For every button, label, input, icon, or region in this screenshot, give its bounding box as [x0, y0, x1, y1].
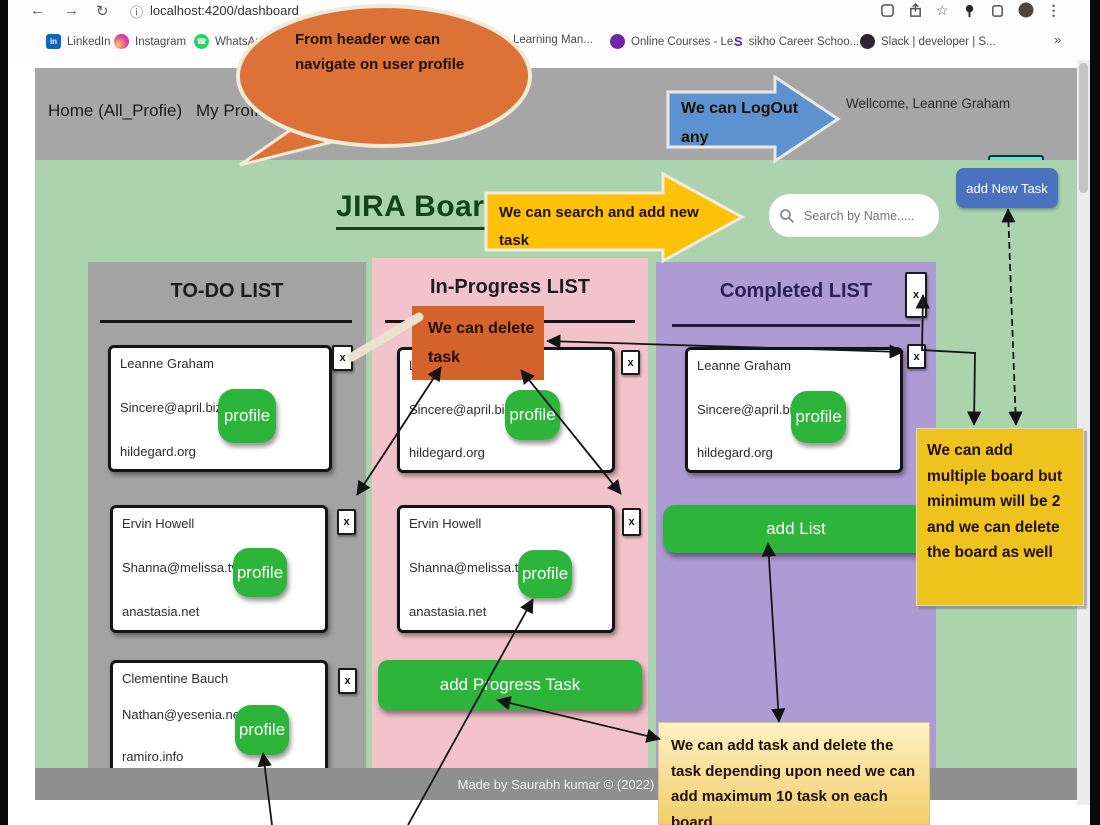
profile-button[interactable]: profile: [505, 390, 560, 440]
card-name: Ervin Howell: [122, 516, 195, 531]
annotation-search-arrow-text: We can search and add new task: [499, 204, 699, 249]
search-input[interactable]: [802, 207, 920, 224]
whatsapp-icon: ☎: [194, 34, 209, 49]
bookmarks-bar: in LinkedIn Instagram ☎ WhatsApp Learnin…: [8, 26, 1090, 60]
share-icon[interactable]: [908, 2, 923, 18]
card-name: Leanne Graham: [697, 358, 791, 373]
card-website: hildegard.org: [409, 445, 485, 460]
forward-icon[interactable]: →: [64, 2, 79, 19]
bookmark-sikho[interactable]: S sikho Career Schoo...: [734, 34, 860, 49]
card-email: Shanna@melissa.tv: [409, 560, 525, 575]
profile-button[interactable]: profile: [235, 705, 289, 755]
card-website: ramiro.info: [122, 749, 184, 764]
nav-my-profile-link[interactable]: My Profile: [196, 101, 272, 120]
reload-icon[interactable]: ↻: [96, 3, 109, 20]
task-card: Ervin Howell Shanna@melissa.tv anastasia…: [110, 505, 328, 633]
address-bar[interactable]: localhost:4200/dashboard: [150, 3, 299, 18]
card-name: Ervin Howell: [409, 516, 482, 531]
annotation-tasks-note: We can add task and delete the task depe…: [658, 722, 930, 825]
delete-task-button[interactable]: x: [621, 350, 640, 375]
profile-avatar[interactable]: [1018, 2, 1034, 18]
divider: [672, 324, 920, 327]
frame-edge-left: [0, 0, 8, 825]
browser-toolbar: ← → ↻ ⓘ localhost:4200/dashboard ☆ ⋮: [8, 0, 1090, 26]
delete-task-button[interactable]: x: [338, 668, 357, 694]
scrollbar-thumb[interactable]: [1079, 63, 1088, 193]
annotation-header-bubble-text: From header we can navigate on user prof…: [295, 31, 465, 73]
card-email: Sincere@april.biz: [697, 402, 800, 417]
delete-task-button[interactable]: x: [622, 508, 641, 536]
annotation-logout-arrow-text: We can LogOut any: [681, 100, 799, 146]
card-website: hildegard.org: [120, 444, 196, 459]
app-header: Home (All_Profie) My Profile Wellcome, L…: [35, 68, 1077, 185]
card-email: Nathan@yesenia.net: [122, 707, 244, 722]
bookmark-star-icon[interactable]: ☆: [936, 1, 949, 18]
welcome-text: Wellcome, Leanne Graham: [846, 96, 1011, 111]
column-in-progress-title: In-Progress LIST: [429, 276, 591, 298]
annotation-boards-note: We can add multiple board but minimum wi…: [916, 428, 1084, 606]
card-name: Clementine Bauch: [122, 671, 229, 686]
profile-button[interactable]: profile: [791, 391, 846, 443]
instagram-icon: [114, 34, 129, 49]
online-courses-icon: [610, 34, 625, 49]
add-list-button[interactable]: add List: [663, 505, 929, 553]
column-completed-title: Completed LIST: [719, 280, 873, 302]
browser-menu-icon[interactable]: ⋮: [1046, 1, 1061, 18]
back-icon[interactable]: ←: [30, 2, 45, 19]
add-new-task-button[interactable]: add New Task: [956, 168, 1058, 208]
search-icon: [780, 208, 795, 223]
column-todo-title: TO-DO LIST: [170, 280, 284, 302]
search-box: [768, 193, 940, 238]
card-email: Shanna@melissa.tv: [122, 560, 238, 575]
window-icon[interactable]: [990, 3, 1005, 18]
bookmarks-overflow-icon[interactable]: »: [1054, 32, 1062, 47]
add-progress-task-button[interactable]: add Progress Task: [378, 660, 642, 710]
sikho-icon: S: [734, 34, 743, 49]
bookmark-whatsapp[interactable]: ☎ WhatsApp: [194, 34, 268, 49]
delete-task-button[interactable]: x: [332, 345, 353, 371]
delete-task-button[interactable]: x: [907, 344, 926, 369]
profile-button[interactable]: profile: [518, 550, 572, 598]
site-info-icon[interactable]: ⓘ: [130, 5, 144, 20]
bookmark-online-courses[interactable]: Online Courses - Le...: [610, 34, 743, 49]
extension-icon[interactable]: [880, 3, 895, 18]
card-website: hildegard.org: [697, 445, 773, 460]
task-card: Ervin Howell Shanna@melissa.tv anastasia…: [397, 505, 615, 633]
browser-action-icons: ☆ ⋮: [880, 2, 1061, 18]
slack-icon: [860, 34, 875, 49]
card-email: Sincere@april.biz: [409, 402, 512, 417]
profile-button[interactable]: profile: [218, 389, 276, 443]
frame-edge-right: [1090, 0, 1100, 825]
card-name: Leanne Graham: [120, 356, 214, 371]
bookmark-linkedin[interactable]: in LinkedIn: [46, 34, 110, 49]
bookmark-slack[interactable]: Slack | developer | S...: [860, 34, 996, 49]
annotation-delete-task-note: We can delete task: [412, 306, 544, 380]
delete-board-button[interactable]: x: [905, 272, 927, 318]
divider: [100, 320, 352, 323]
footer-credit: Made by Saurabh kumar © (2022): [457, 776, 655, 792]
card-email: Sincere@april.biz: [120, 400, 223, 415]
linkedin-icon: in: [46, 34, 61, 49]
task-card: Clementine Bauch Nathan@yesenia.net rami…: [110, 660, 328, 770]
nav-home-link[interactable]: Home (All_Profie): [48, 101, 183, 120]
bookmark-learning[interactable]: Learning Man...: [513, 34, 593, 46]
bookmark-instagram[interactable]: Instagram: [114, 34, 186, 49]
profile-button[interactable]: profile: [233, 548, 287, 597]
card-website: anastasia.net: [122, 604, 200, 619]
delete-task-button[interactable]: x: [337, 509, 356, 535]
card-website: anastasia.net: [409, 604, 487, 619]
pin-icon[interactable]: [962, 3, 977, 18]
board-title: JIRA Board: [336, 190, 504, 230]
